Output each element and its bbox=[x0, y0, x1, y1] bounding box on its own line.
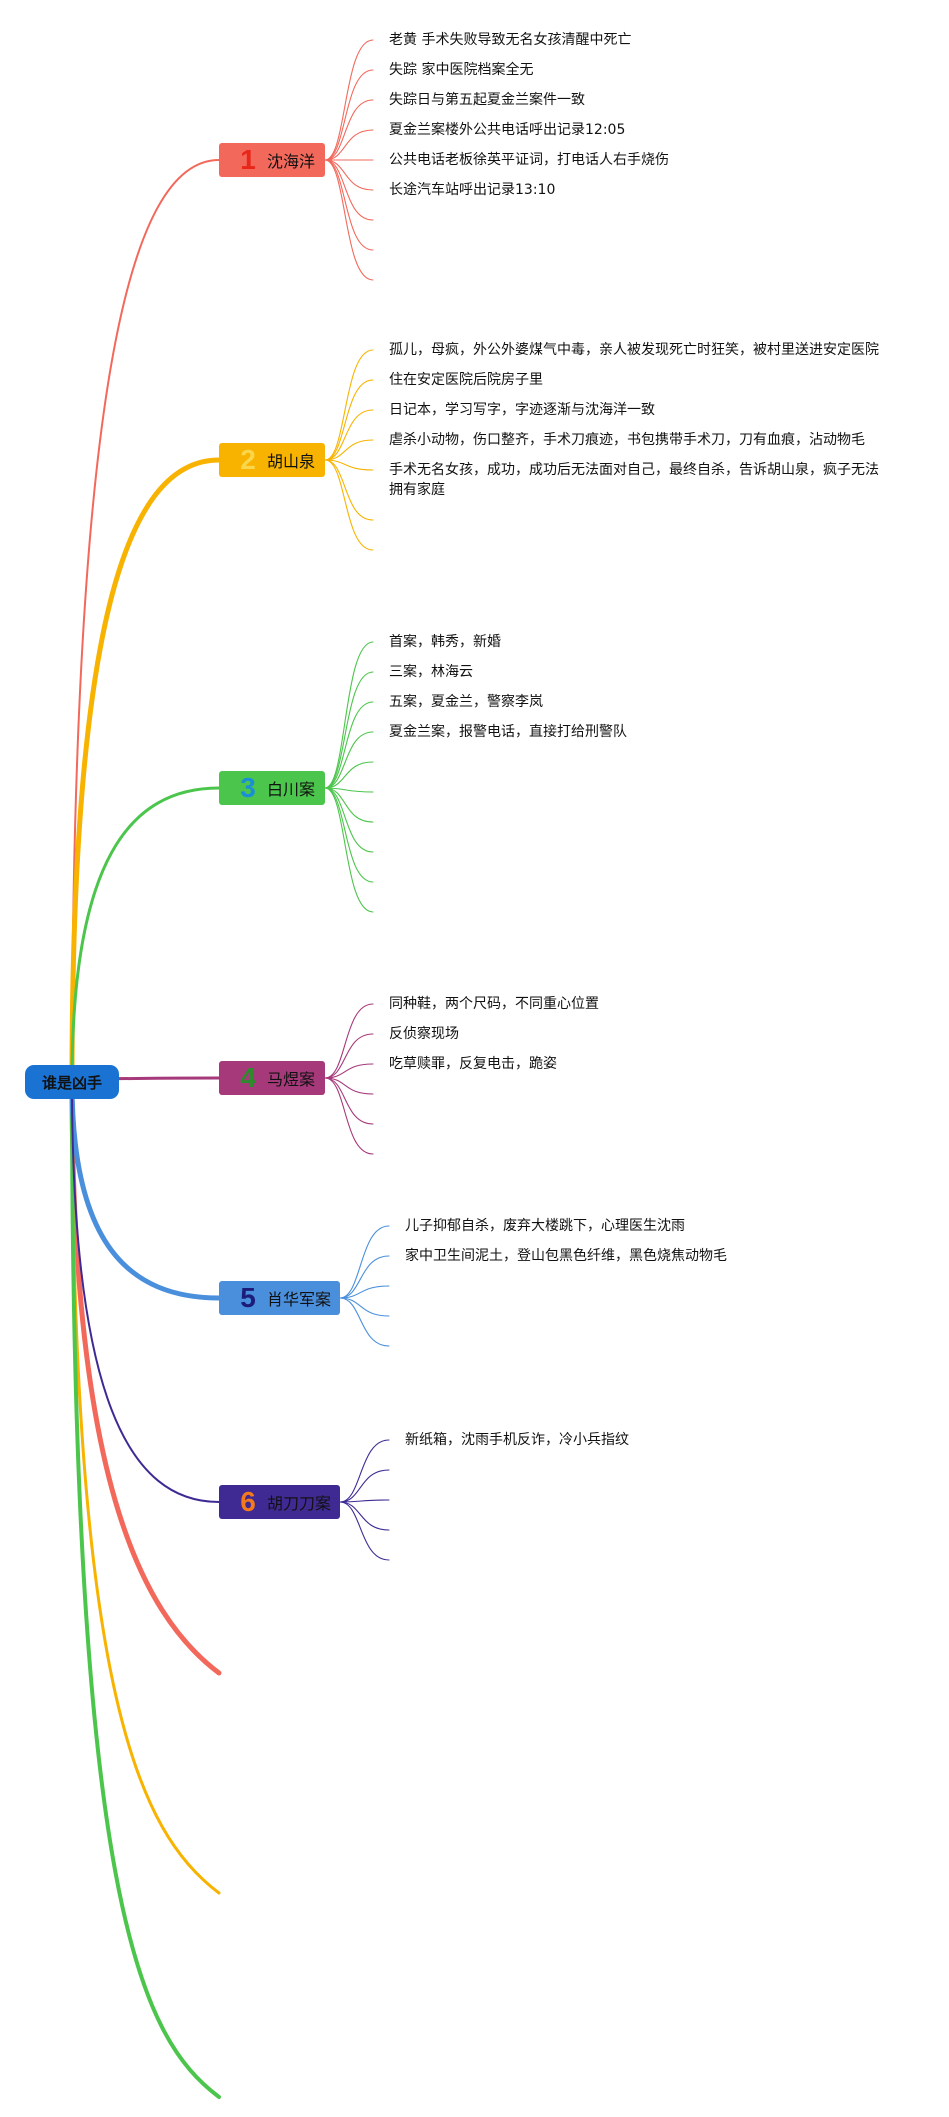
leaf-edge bbox=[324, 159, 374, 281]
leaf-edge bbox=[324, 671, 374, 789]
leaf-edge bbox=[324, 701, 374, 789]
branch-label: 白川案 bbox=[267, 782, 316, 799]
branch-number: 4 bbox=[240, 1062, 256, 1093]
leaf-edge bbox=[339, 1469, 390, 1503]
root-label: 谁是凶手 bbox=[41, 1074, 102, 1092]
leaf-edge bbox=[324, 761, 374, 789]
leaf-edge bbox=[324, 39, 374, 161]
leaf-edge bbox=[324, 731, 374, 789]
leaf-item[interactable]: 儿子抑郁自杀，废弃大楼跳下，心理医生沈雨 bbox=[405, 1218, 685, 1234]
leaf-item[interactable]: 住在安定医院后院房子里 bbox=[389, 372, 543, 388]
leaf-edge bbox=[324, 69, 374, 161]
leaf-item[interactable]: 长途汽车站呼出记录13:10 bbox=[389, 182, 556, 198]
leaf-edge bbox=[324, 459, 374, 551]
leaf-edge bbox=[339, 1285, 390, 1299]
leaf-edge bbox=[324, 1077, 374, 1125]
leaf-edge bbox=[324, 439, 374, 461]
root-node[interactable]: 谁是凶手 bbox=[25, 1065, 119, 1099]
leaf-edge bbox=[339, 1297, 390, 1317]
branch-edge-3 bbox=[70, 786, 221, 1084]
leaf-edge bbox=[324, 1003, 374, 1079]
leaf-edge bbox=[324, 641, 374, 789]
leaf-edge bbox=[324, 159, 374, 221]
leaf-edge bbox=[324, 349, 374, 461]
branch-node-5[interactable]: 5 肖华军案 bbox=[219, 1281, 340, 1315]
leaf-item[interactable]: 同种鞋，两个尺码，不同重心位置 bbox=[389, 996, 599, 1012]
branch-number: 6 bbox=[240, 1486, 256, 1517]
leaf-edge bbox=[339, 1255, 390, 1299]
leaf-item[interactable]: 手术无名女孩，成功，成功后无法面对自己，最终自杀，告诉胡山泉，疯子无法拥有家庭 bbox=[389, 462, 879, 498]
leaf-item[interactable]: 老黄 手术失败导致无名女孩清醒中死亡 bbox=[389, 32, 632, 48]
leaf-edge bbox=[324, 787, 374, 823]
leaf-edge bbox=[324, 1063, 374, 1079]
leaf-edge bbox=[324, 459, 374, 471]
leaf-edge bbox=[324, 409, 374, 461]
leaf-item[interactable]: 失踪日与第五起夏金兰案件一致 bbox=[389, 92, 585, 108]
branch-label: 胡山泉 bbox=[267, 454, 316, 471]
leaf-edge bbox=[324, 99, 374, 161]
branch-label: 沈海洋 bbox=[267, 154, 316, 171]
branch-label: 胡刀刀案 bbox=[267, 1496, 332, 1513]
leaf-edge bbox=[339, 1499, 390, 1503]
leaf-edge bbox=[339, 1297, 390, 1347]
leaf-item[interactable]: 反侦察现场 bbox=[389, 1026, 459, 1042]
branch-node-3[interactable]: 3 白川案 bbox=[219, 771, 325, 805]
leaf-item[interactable]: 孤儿，母疯，外公外婆煤气中毒，亲人被发现死亡时狂笑，被村里送进安定医院 bbox=[389, 342, 879, 358]
root-tail-edge-3 bbox=[70, 1080, 221, 2099]
branch-edge-6 bbox=[71, 1081, 220, 1503]
leaf-edge bbox=[324, 787, 374, 853]
root-tail-edge-1 bbox=[69, 1079, 222, 1676]
branch-number: 5 bbox=[240, 1282, 256, 1313]
branch-edge-5 bbox=[69, 1079, 222, 1301]
branch-node-2[interactable]: 2 胡山泉 bbox=[219, 443, 325, 477]
root-tail-edge-2 bbox=[70, 1080, 221, 1895]
branch-node-6[interactable]: 6 胡刀刀案 bbox=[219, 1485, 340, 1519]
leaf-edge bbox=[324, 787, 374, 913]
branch-edge-2 bbox=[69, 457, 222, 1085]
leaf-edge bbox=[339, 1501, 390, 1531]
branch-number: 1 bbox=[240, 144, 256, 175]
leaf-item[interactable]: 家中卫生间泥土，登山包黑色纤维，黑色烧焦动物毛 bbox=[405, 1248, 727, 1264]
leaf-item[interactable]: 五案，夏金兰，警察李岚 bbox=[389, 694, 543, 710]
leaf-item[interactable]: 首案，韩秀，新婚 bbox=[389, 634, 501, 650]
leaf-edge bbox=[339, 1501, 390, 1561]
branch-edge-1 bbox=[71, 159, 220, 1083]
leaf-edge bbox=[324, 1077, 374, 1095]
leaf-item[interactable]: 夏金兰案楼外公共电话呼出记录12:05 bbox=[389, 122, 626, 138]
leaf-item[interactable]: 公共电话老板徐英平证词，打电话人右手烧伤 bbox=[389, 152, 669, 168]
leaf-edge bbox=[324, 1077, 374, 1155]
leaf-item[interactable]: 虐杀小动物，伤口整齐，手术刀痕迹，书包携带手术刀，刀有血痕，沾动物毛 bbox=[389, 432, 865, 448]
branch-label: 马煜案 bbox=[267, 1072, 316, 1089]
branch-node-4[interactable]: 4 马煜案 bbox=[219, 1061, 325, 1095]
leaf-item[interactable]: 失踪 家中医院档案全无 bbox=[389, 62, 534, 78]
leaf-item[interactable]: 三案，林海云 bbox=[389, 664, 473, 680]
branch-number: 3 bbox=[240, 772, 256, 803]
leaf-edge bbox=[324, 379, 374, 461]
leaf-edge bbox=[339, 1439, 390, 1503]
mindmap-edges bbox=[69, 39, 390, 2099]
leaf-edge bbox=[324, 159, 374, 191]
branch-node-1[interactable]: 1 沈海洋 bbox=[219, 143, 325, 177]
leaf-edge bbox=[324, 129, 374, 161]
branch-label: 肖华军案 bbox=[267, 1292, 332, 1309]
leaf-edge bbox=[324, 459, 374, 521]
leaf-item[interactable]: 夏金兰案，报警电话，直接打给刑警队 bbox=[389, 724, 627, 740]
leaf-item[interactable]: 日记本，学习写字，字迹逐渐与沈海洋一致 bbox=[389, 402, 655, 418]
branch-number: 2 bbox=[240, 444, 256, 475]
leaf-item[interactable]: 吃草赎罪，反复电击，跪姿 bbox=[389, 1056, 557, 1072]
leaf-item[interactable]: 新纸箱，沈雨手机反诈，冷小兵指纹 bbox=[405, 1432, 629, 1448]
leaf-edge bbox=[339, 1225, 390, 1299]
leaf-edge bbox=[324, 1033, 374, 1079]
